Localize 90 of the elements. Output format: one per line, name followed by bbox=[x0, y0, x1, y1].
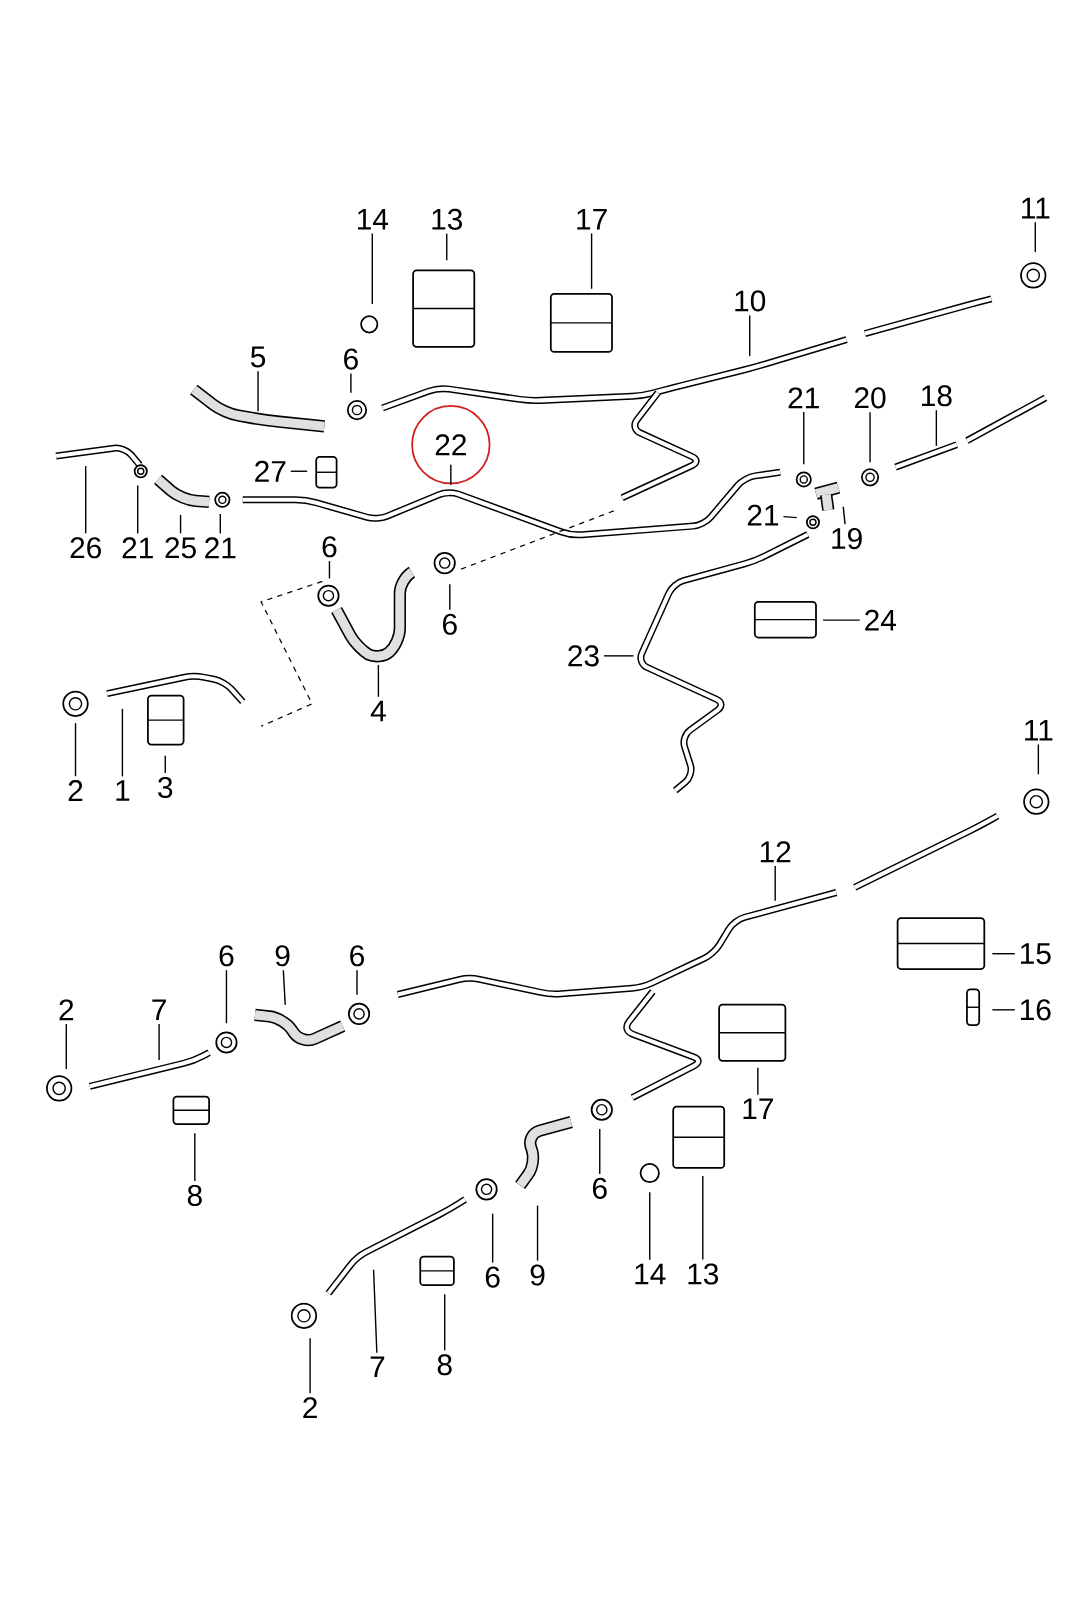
callout-number: 5 bbox=[250, 346, 266, 368]
callout-number: 21 bbox=[122, 537, 153, 559]
leader-line bbox=[590, 232, 593, 290]
callout-number: 20 bbox=[854, 387, 886, 409]
leader-line bbox=[1037, 743, 1040, 775]
leader-line bbox=[822, 619, 861, 621]
callout-number: 12 bbox=[760, 841, 791, 863]
callout-number: 8 bbox=[187, 1184, 202, 1207]
callout-number: 14 bbox=[357, 209, 389, 230]
leader-line bbox=[803, 411, 805, 465]
callout-number: 15 bbox=[1021, 943, 1051, 965]
callout-number: 6 bbox=[344, 348, 358, 370]
leader-line bbox=[282, 969, 286, 1006]
leader-line bbox=[991, 953, 1016, 955]
callout-number: 6 bbox=[350, 945, 364, 967]
leader-line bbox=[491, 1213, 494, 1264]
leader-line bbox=[449, 583, 451, 611]
leader-line bbox=[536, 1204, 539, 1262]
leader-line bbox=[219, 513, 221, 535]
callout-number: 14 bbox=[635, 1263, 666, 1285]
leader-line bbox=[158, 1023, 160, 1061]
leader-line bbox=[935, 409, 938, 447]
callout-number: 7 bbox=[370, 1356, 385, 1378]
leader-line bbox=[377, 664, 380, 698]
leader-line bbox=[121, 708, 124, 778]
callout-number: 6 bbox=[322, 536, 337, 558]
leader-line bbox=[65, 1023, 67, 1070]
callout-number: 24 bbox=[865, 609, 896, 631]
callout-number: 6 bbox=[443, 613, 457, 635]
leader-line bbox=[444, 1293, 446, 1352]
leader-line bbox=[1034, 221, 1036, 253]
callout-number: 17 bbox=[743, 1098, 773, 1120]
leader-line bbox=[869, 411, 871, 463]
callout-number: 2 bbox=[59, 999, 74, 1021]
callout-number: 17 bbox=[577, 209, 607, 230]
callout-number: 19 bbox=[832, 528, 862, 550]
callout-number: 3 bbox=[158, 776, 173, 799]
leader-line bbox=[702, 1175, 704, 1261]
leader-line bbox=[842, 506, 846, 525]
leader-line bbox=[446, 233, 448, 261]
callout-number: 4 bbox=[370, 700, 386, 722]
leader-line bbox=[782, 515, 798, 519]
callout-number: 27 bbox=[255, 460, 286, 482]
leader-line bbox=[194, 1132, 196, 1182]
leader-line bbox=[757, 1067, 759, 1096]
leader-line bbox=[649, 1191, 651, 1261]
leader-line bbox=[749, 314, 751, 357]
leader-line bbox=[137, 484, 139, 535]
callout-number: 22 bbox=[411, 405, 491, 485]
leader-line bbox=[309, 1337, 311, 1395]
callout-number: 10 bbox=[735, 290, 766, 312]
callout-number: 21 bbox=[747, 504, 779, 526]
leader-line bbox=[774, 865, 776, 902]
leader-line bbox=[290, 470, 308, 472]
callout-number: 23 bbox=[568, 645, 599, 667]
leader-line bbox=[225, 969, 228, 1024]
callout-number: 6 bbox=[219, 945, 234, 967]
callout-number: 16 bbox=[1021, 999, 1051, 1021]
callout-number: 13 bbox=[432, 208, 463, 230]
callout-number: 7 bbox=[152, 999, 166, 1021]
callout-number: 8 bbox=[437, 1354, 452, 1376]
callout-number: 2 bbox=[303, 1397, 317, 1419]
leader-line bbox=[450, 464, 452, 486]
leader-line bbox=[74, 722, 77, 777]
callout-number: 9 bbox=[275, 945, 290, 967]
leader-line bbox=[991, 1009, 1016, 1011]
callout-number: 9 bbox=[530, 1264, 545, 1286]
callout-number: 1 bbox=[116, 780, 130, 801]
leader-line bbox=[350, 372, 352, 394]
leader-line bbox=[179, 514, 182, 535]
callout-number: 26 bbox=[70, 537, 101, 559]
leader-line bbox=[328, 560, 331, 580]
callout-number: 2 bbox=[68, 780, 83, 801]
callout-number: 11 bbox=[1025, 720, 1053, 741]
leader-line bbox=[371, 232, 373, 305]
callout-number: 18 bbox=[922, 385, 952, 407]
callout-number: 13 bbox=[688, 1263, 719, 1285]
callout-number: 6 bbox=[592, 1177, 607, 1199]
leader-line bbox=[85, 465, 87, 535]
leader-line bbox=[372, 1269, 378, 1354]
leader-line bbox=[599, 1128, 601, 1175]
callout-number: 11 bbox=[1022, 197, 1050, 219]
leader-line bbox=[603, 655, 635, 657]
callout-number: 21 bbox=[205, 537, 236, 559]
leader-line bbox=[164, 755, 166, 774]
leader-line bbox=[356, 969, 358, 996]
callout-number: 25 bbox=[165, 537, 196, 559]
leader-line bbox=[257, 370, 259, 412]
callout-number: 6 bbox=[485, 1266, 500, 1288]
callout-number: 21 bbox=[788, 387, 819, 409]
